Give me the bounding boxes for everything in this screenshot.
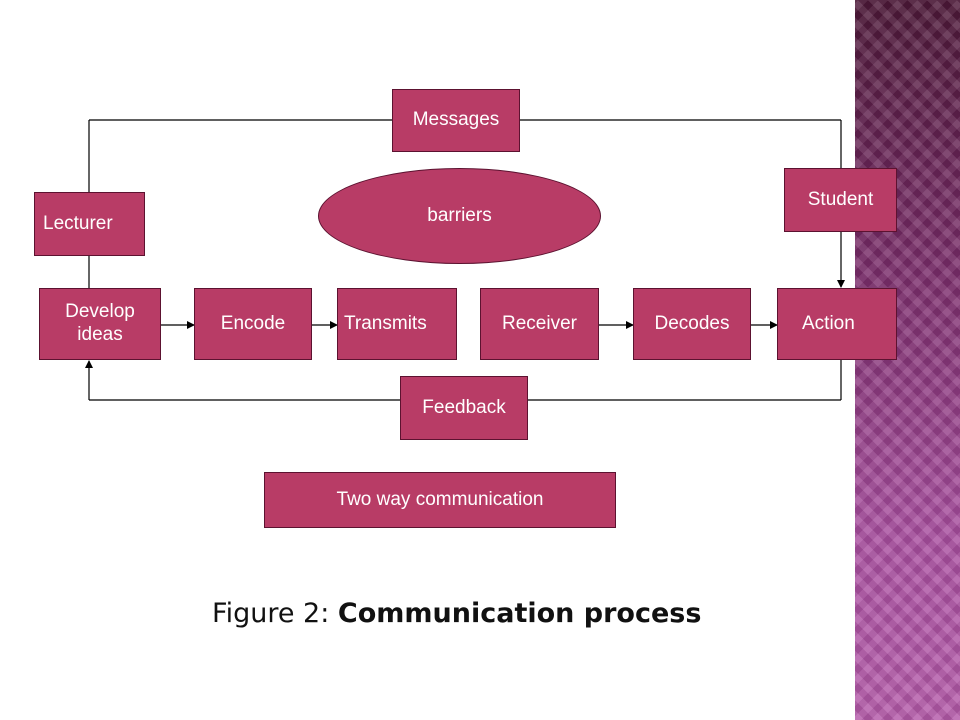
caption-title: Communication process — [337, 598, 702, 629]
encode-box: Encode — [194, 288, 312, 360]
barriers-label: barriers — [427, 205, 492, 226]
student-box: Student — [784, 168, 897, 232]
transmits-label: Transmits — [344, 312, 427, 334]
two-way-communication-label: Two way communication — [336, 488, 544, 510]
feedback-label: Feedback — [422, 396, 506, 418]
decodes-label: Decodes — [654, 312, 730, 334]
decodes-box: Decodes — [633, 288, 751, 360]
transmits-box: Transmits — [337, 288, 457, 360]
encode-label: Encode — [220, 312, 286, 334]
decorative-side-band — [855, 0, 960, 720]
lecturer-box: Lecturer — [34, 192, 145, 256]
student-label: Student — [807, 188, 874, 210]
develop-ideas-label: Develop ideas — [65, 301, 135, 345]
feedback-box: Feedback — [400, 376, 528, 440]
messages-label: Messages — [412, 109, 500, 131]
action-label: Action — [802, 312, 855, 334]
barriers-ellipse: barriers — [318, 168, 601, 264]
action-box: Action — [777, 288, 897, 360]
develop-ideas-box: Develop ideas — [39, 288, 161, 360]
lecturer-label: Lecturer — [43, 212, 113, 234]
receiver-box: Receiver — [480, 288, 599, 360]
messages-box: Messages — [392, 89, 520, 152]
figure-caption: Figure 2: Communication process — [212, 598, 772, 642]
two-way-communication-box: Two way communication — [264, 472, 616, 528]
receiver-label: Receiver — [502, 312, 577, 334]
caption-prefix: Figure 2: — [212, 598, 330, 629]
